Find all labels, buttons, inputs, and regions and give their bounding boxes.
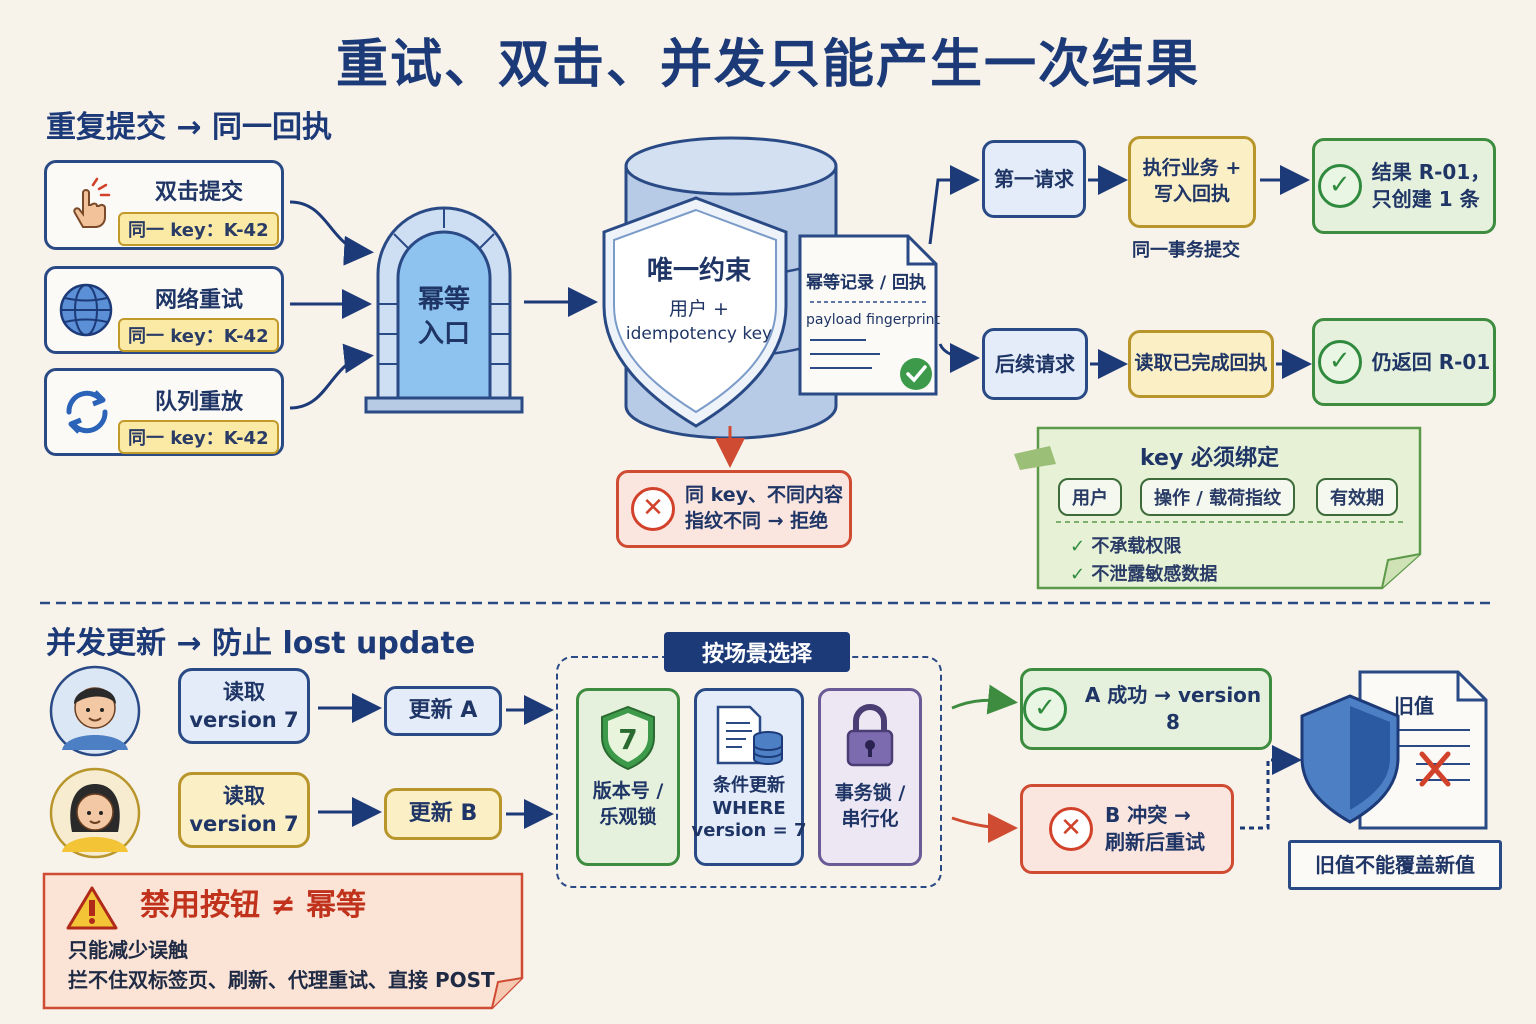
version-badge: 7: [618, 723, 637, 756]
option-transaction-lock: 事务锁 / 串行化: [818, 688, 922, 866]
checkmark-icon: ✓: [1070, 564, 1092, 585]
first-request-box: 第一请求: [982, 140, 1086, 218]
section-title-duplicate-submit: 重复提交 → 同一回执: [46, 110, 333, 145]
read-receipt-box: 读取已完成回执: [1128, 330, 1274, 398]
globe-icon: [59, 283, 113, 337]
note-pill-fingerprint: 操作 / 载荷指纹: [1140, 478, 1296, 516]
refresh-icon: [66, 390, 108, 434]
option-optimistic-lock: 7 版本号 / 乐观锁: [576, 688, 680, 866]
success-box: ✓ A 成功 → version 8: [1020, 668, 1272, 750]
shield-line1: 用户 +: [669, 298, 729, 320]
x-circle-icon: ✕: [1049, 807, 1093, 851]
checkmark-icon: ✓: [1070, 536, 1092, 557]
user-a-read-bubble: 读取 version 7: [178, 668, 310, 744]
section-title-concurrent-update: 并发更新 → 防止 lost update: [46, 626, 476, 661]
reject-box: ✕ 同 key、不同内容 指纹不同 → 拒绝: [616, 470, 852, 548]
padlock-icon: [846, 704, 894, 767]
warning-line2: 拦不住双标签页、刷新、代理重试、直接 POST: [68, 968, 495, 992]
warning-line1: 只能减少误触: [68, 938, 188, 962]
check-circle-icon: ✓: [1317, 340, 1362, 384]
record-fingerprint: payload fingerprint: [806, 312, 940, 328]
note-pill-user: 用户: [1058, 478, 1122, 516]
gate-label: 幂等 入口: [417, 285, 470, 349]
strategy-header: 按场景选择: [664, 632, 850, 672]
conflict-box: ✕ B 冲突 → 刷新后重试: [1020, 784, 1234, 874]
note-check-1-text: 不承载权限: [1091, 536, 1182, 557]
reject-line2: 指纹不同 → 拒绝: [685, 510, 829, 532]
user-b-read-bubble: 读取 version 7: [178, 772, 310, 848]
warning-panel: [42, 872, 524, 1010]
source-label-queue-replay: 队列重放: [155, 390, 244, 415]
receipt-document: [798, 234, 938, 396]
note-title: key 必须绑定: [1140, 446, 1279, 471]
check-circle-icon: ✓: [1317, 164, 1362, 208]
option-label-transaction: 事务锁 / 串行化: [834, 782, 906, 830]
idempotency-gate: [364, 206, 524, 414]
option-label-conditional: 条件更新 WHERE version = 7: [691, 775, 807, 841]
update-b-box: 更新 B: [384, 788, 502, 840]
x-circle-icon: ✕: [631, 487, 675, 531]
option-conditional-update: 条件更新 WHERE version = 7: [691, 688, 807, 866]
warning-title: 禁用按钮 ≠ 幂等: [140, 888, 367, 923]
note-pill-expiry: 有效期: [1316, 478, 1398, 516]
note-check-2-text: 不泄露敏感数据: [1091, 564, 1218, 585]
section-divider: [40, 601, 1496, 605]
key-tag: 同一 key：K-42: [118, 212, 279, 246]
source-label-double-click: 双击提交: [155, 180, 244, 205]
result1-text: 结果 R-01， 只创建 1 条: [1371, 160, 1491, 211]
reject-line1: 同 key、不同内容: [685, 484, 844, 507]
update-a-box: 更新 A: [384, 686, 502, 736]
same-transaction-label: 同一事务提交: [1132, 240, 1240, 261]
option-label-optimistic: 版本号 / 乐观锁: [592, 780, 664, 828]
result-created-box: ✓ 结果 R-01， 只创建 1 条: [1312, 138, 1496, 234]
database-cylinder: [602, 136, 838, 440]
shield-line2: idempotency key: [625, 324, 773, 344]
version-shield-icon: 7: [601, 705, 655, 771]
key-tag: 同一 key：K-42: [118, 420, 279, 454]
result-return-box: ✓ 仍返回 R-01: [1312, 318, 1496, 406]
record-title: 幂等记录 / 回执: [806, 273, 927, 293]
success-text: A 成功 → version 8: [1084, 683, 1262, 734]
source-label-network-retry: 网络重试: [155, 288, 244, 313]
old-value-caption: 旧值不能覆盖新值: [1288, 840, 1502, 890]
user-avatar-female: [49, 767, 141, 859]
result2-text: 仍返回 R-01: [1371, 349, 1491, 374]
document-database-icon: [716, 705, 783, 765]
old-value-doc-label: 旧值: [1394, 694, 1434, 718]
old-value-illustration: [1300, 670, 1488, 830]
conflict-text: B 冲突 → 刷新后重试: [1105, 803, 1205, 854]
page-title: 重试、双击、并发只能产生一次结果: [335, 35, 1200, 95]
execute-box: 执行业务 + 写入回执: [1128, 136, 1256, 228]
key-tag: 同一 key：K-42: [118, 318, 279, 352]
tap-hand-icon: [73, 177, 111, 228]
note-check-2: ✓ 不泄露敏感数据: [1070, 560, 1217, 586]
shield-title: 唯一约束: [646, 256, 751, 286]
later-request-box: 后续请求: [982, 328, 1088, 400]
note-check-1: ✓ 不承载权限: [1070, 532, 1181, 558]
user-avatar-male: [49, 665, 141, 757]
check-circle-icon: ✓: [1023, 687, 1067, 731]
